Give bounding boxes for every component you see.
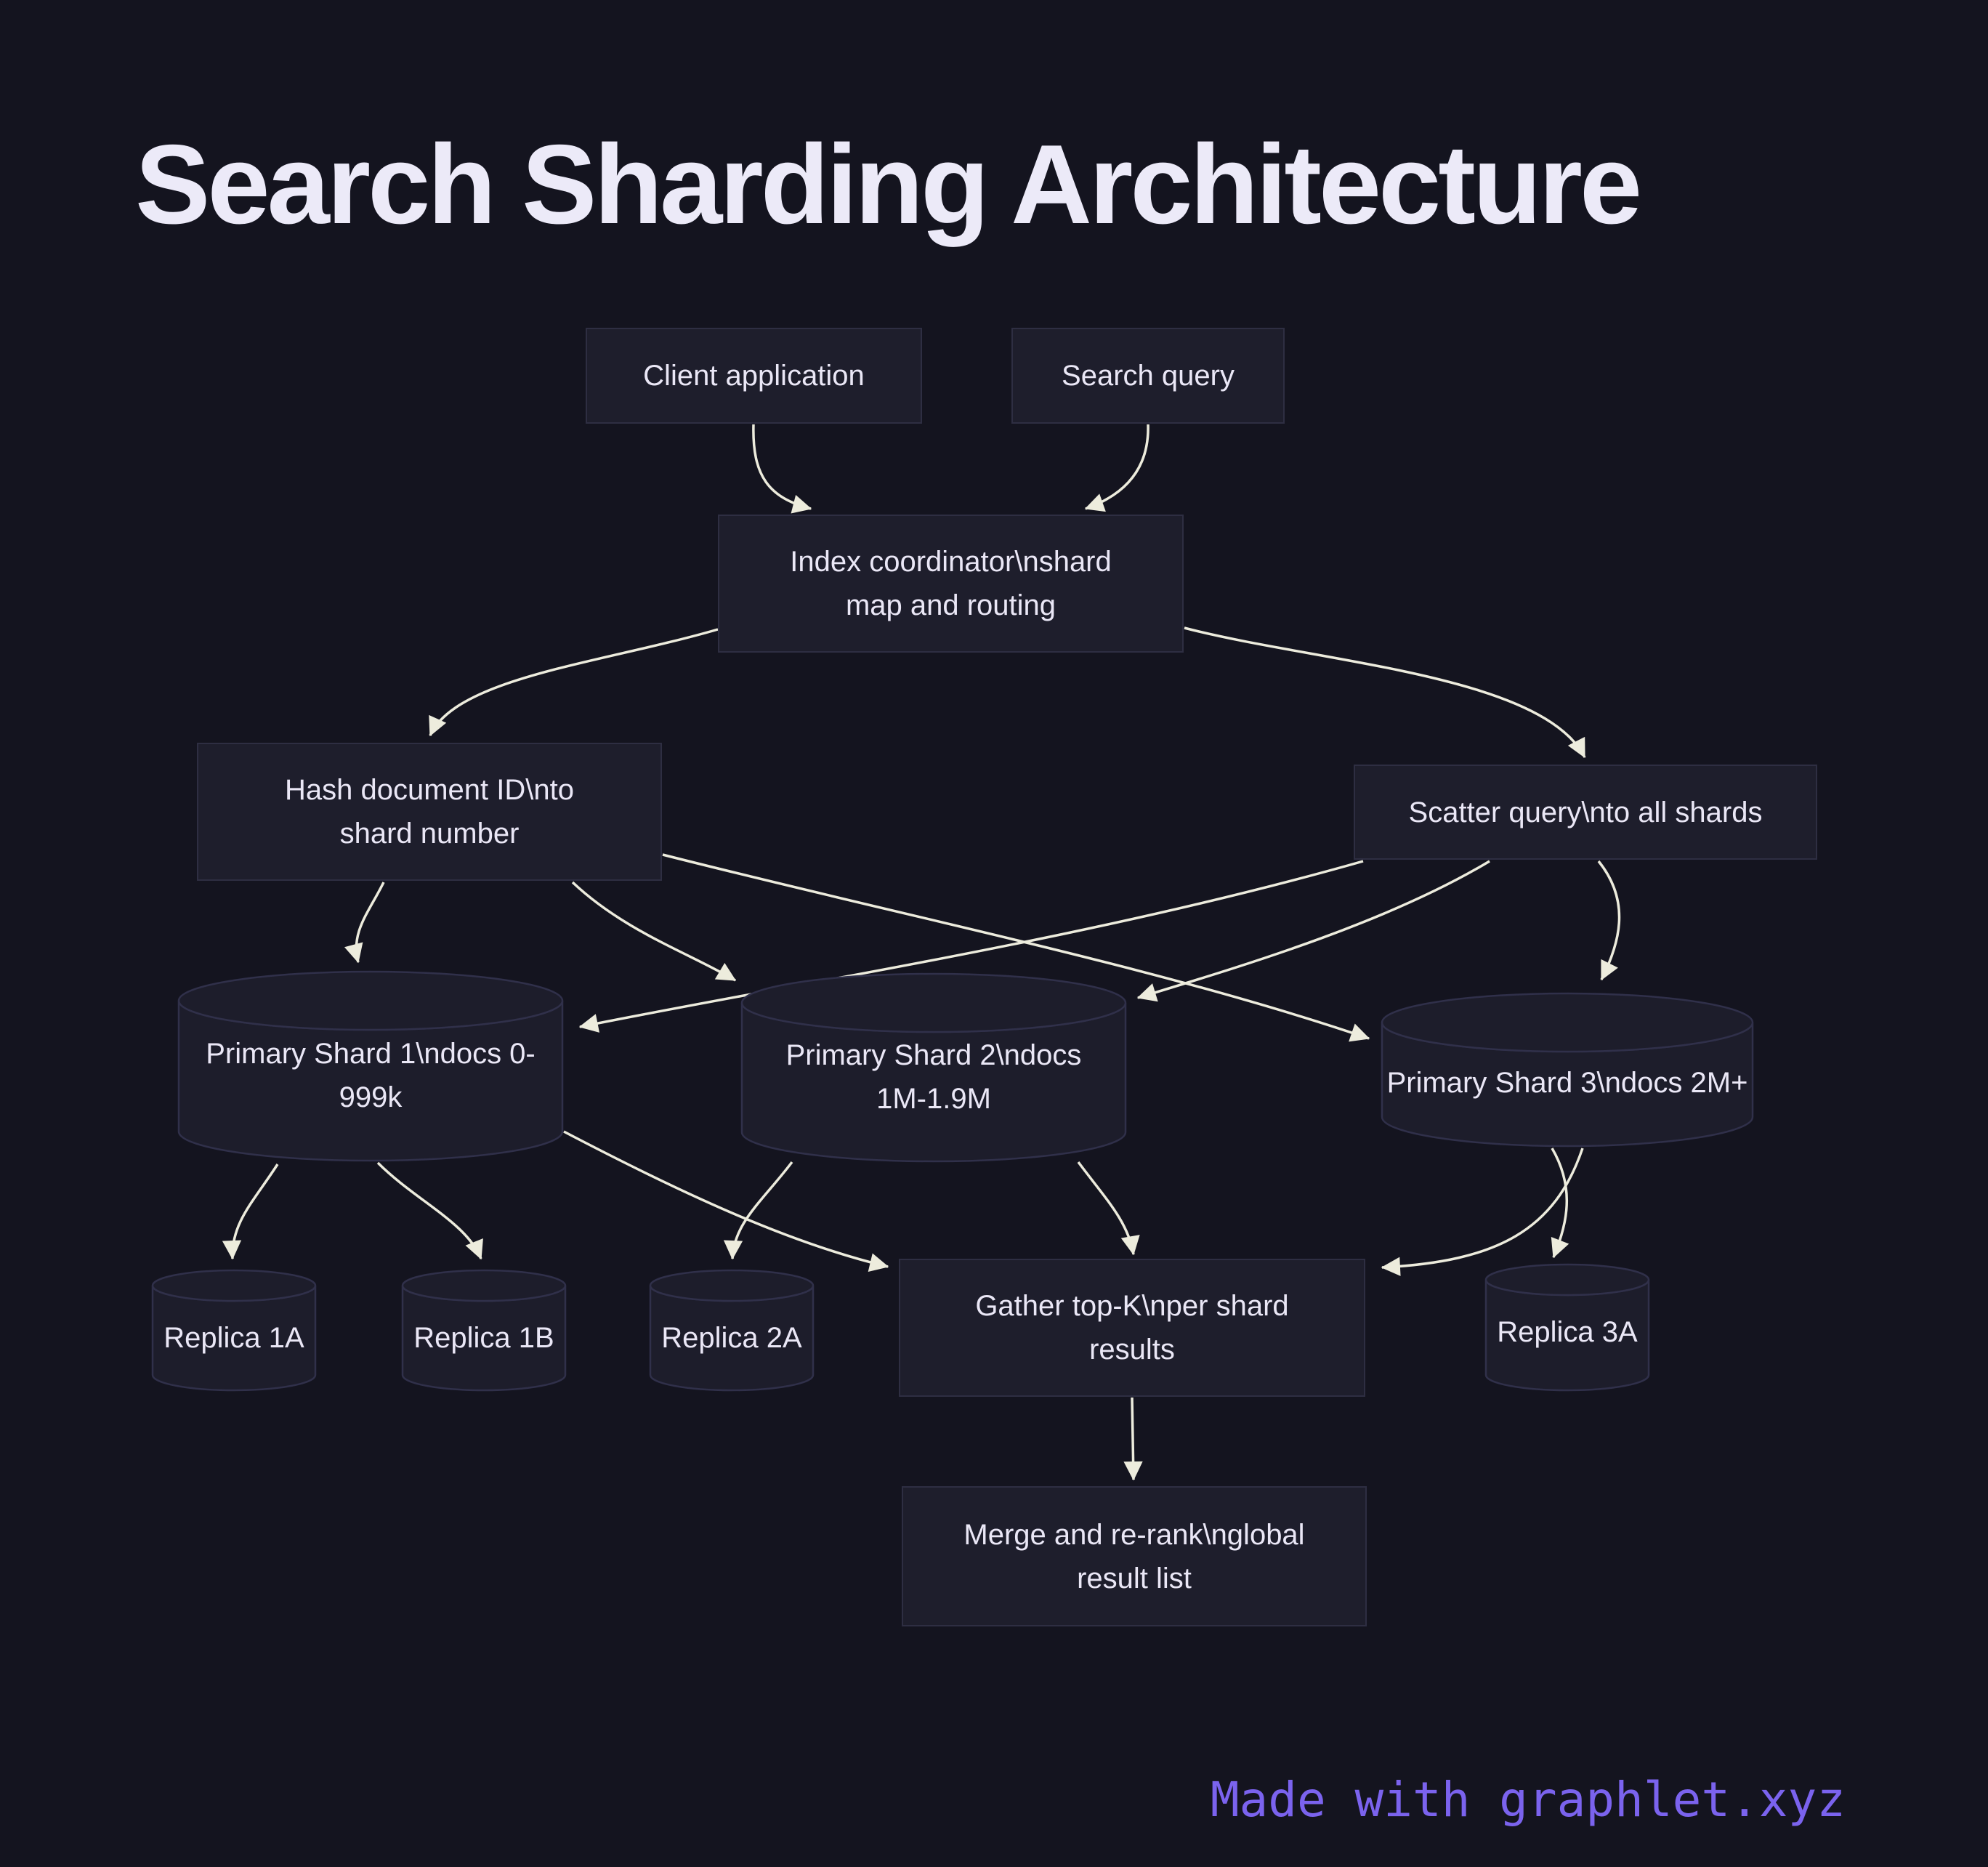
node-primary-shard-2: Primary Shard 2\ndocs 1M-1.9M [759,1003,1108,1151]
edge-hash-to-shard2 [571,881,737,982]
node-label: Replica 3A [1497,1316,1638,1348]
cylinder-replica-1b [401,1269,567,1392]
node-client-application: Client application [586,328,922,424]
edge-shard1-to-gather [563,1130,889,1272]
node-label: Hash document ID\nto shard number [285,774,574,850]
node-replica-1b: Replica 1B [397,1286,571,1390]
cylinder-replica-3a [1484,1263,1650,1392]
edge-shard3-to-gather [1381,1148,1584,1276]
cylinder-primary-shard-1 [177,970,564,1162]
cylinder-replica-1a [151,1269,317,1392]
edge-shard1-to-replica1b [376,1161,483,1260]
cylinder-primary-shard-2 [740,972,1127,1163]
node-hash-document-id: Hash document ID\nto shard number [197,743,662,881]
node-label: Replica 1B [413,1322,554,1354]
node-index-coordinator: Index coordinator\nshard map and routing [718,515,1184,653]
node-replica-3a: Replica 3A [1480,1280,1654,1384]
node-label: Primary Shard 3\ndocs 2M+ [1386,1067,1748,1099]
node-gather-top-k: Gather top-K\nper shard results [899,1259,1365,1397]
node-label: Index coordinator\nshard map and routing [790,546,1112,621]
node-replica-1a: Replica 1A [147,1286,321,1390]
node-label: Primary Shard 1\ndocs 0-999k [206,1038,536,1113]
node-label: Scatter query\nto all shards [1408,796,1763,828]
node-label: Primary Shard 2\ndocs 1M-1.9M [785,1039,1082,1115]
edge-shard1-to-replica1a [222,1164,279,1260]
node-label: Search query [1062,360,1235,392]
edge-scatter-to-shard3 [1597,860,1621,981]
node-label: Gather top-K\nper shard results [975,1290,1289,1366]
edge-shard2-to-gather [1077,1161,1140,1256]
edge-search-query-to-coordinator [1084,424,1149,512]
edge-scatter-to-shard1 [578,860,1364,1033]
edge-scatter-to-shard2 [1136,860,1490,1002]
node-label: Replica 2A [661,1322,802,1354]
page-title: Search Sharding Architecture [135,121,1642,247]
edge-hash-to-shard1 [344,882,385,964]
graphlet-watermark-link[interactable]: Made with graphlet.xyz [1210,1772,1846,1828]
node-merge-and-rerank: Merge and re-rank\nglobal result list [902,1486,1367,1626]
node-scatter-query: Scatter query\nto all shards [1354,765,1817,860]
node-label: Replica 1A [163,1322,304,1354]
cylinder-primary-shard-3 [1381,992,1754,1148]
node-primary-shard-3: Primary Shard 3\ndocs 2M+ [1378,1023,1756,1143]
node-label: Merge and re-rank\nglobal result list [963,1518,1305,1594]
node-label: Client application [643,360,865,392]
edge-coordinator-to-hash [429,628,719,737]
node-search-query: Search query [1011,328,1285,424]
edge-client-to-coordinator [752,424,812,514]
edge-shard2-to-replica2a [723,1161,793,1260]
node-primary-shard-1: Primary Shard 1\ndocs 0-999k [203,1001,538,1150]
edge-shard3-to-replica3a [1551,1148,1569,1259]
edge-coordinator-to-scatter [1184,626,1586,759]
node-replica-2a: Replica 2A [645,1286,819,1390]
cylinder-replica-2a [649,1269,815,1392]
edge-hash-to-shard3 [662,853,1370,1042]
edge-gather-to-merge [1123,1397,1143,1481]
